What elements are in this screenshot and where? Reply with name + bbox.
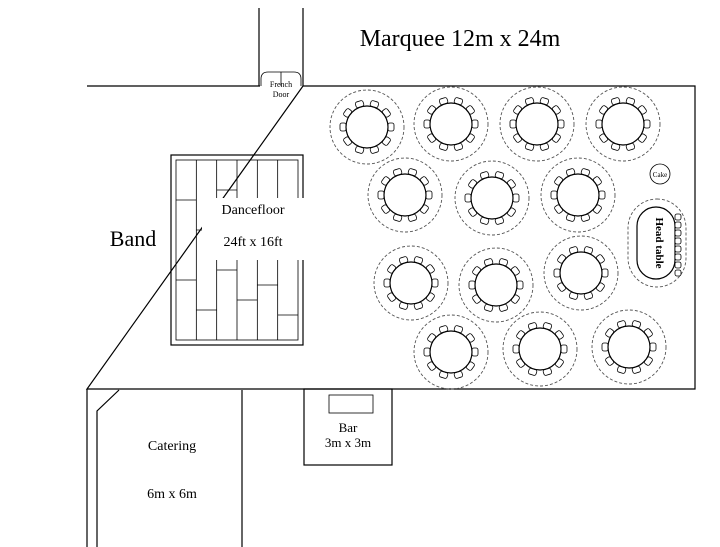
catering-name: Catering <box>148 439 196 454</box>
marquee-outline <box>85 85 696 390</box>
round-table <box>499 86 575 162</box>
catering-size: 6m x 6m <box>147 487 197 502</box>
round-table <box>540 157 616 233</box>
round-table <box>458 247 534 323</box>
cake-label: Cake <box>653 171 667 179</box>
round-table <box>413 314 489 390</box>
dancefloor-size: 24ft x 16ft <box>223 235 282 250</box>
round-table <box>454 160 530 236</box>
catering-area: Catering 6m x 6m <box>86 389 243 547</box>
round-table <box>585 86 661 162</box>
french-door: French Door <box>258 8 304 99</box>
round-table <box>502 311 578 387</box>
round-table <box>413 86 489 162</box>
french-door-label-line1: French <box>270 80 292 89</box>
round-table <box>367 157 443 233</box>
bar-area: Bar 3m x 3m <box>303 388 393 466</box>
round-tables <box>329 86 667 390</box>
french-door-label-line2: Door <box>273 90 290 99</box>
round-table <box>373 245 449 321</box>
marquee-title: Marquee 12m x 24m <box>360 26 561 52</box>
dancefloor: Dancefloor 24ft x 16ft <box>170 154 307 346</box>
bar-name: Bar <box>339 420 358 435</box>
dancefloor-name: Dancefloor <box>222 203 285 218</box>
cake-table: Cake <box>649 163 671 185</box>
round-table <box>543 235 619 311</box>
band-label: Band <box>110 226 156 251</box>
round-table <box>329 89 405 165</box>
head-table: Head table <box>627 198 687 288</box>
round-table <box>591 309 667 385</box>
bar-size: 3m x 3m <box>325 435 371 450</box>
head-table-label: Head table <box>653 217 665 268</box>
